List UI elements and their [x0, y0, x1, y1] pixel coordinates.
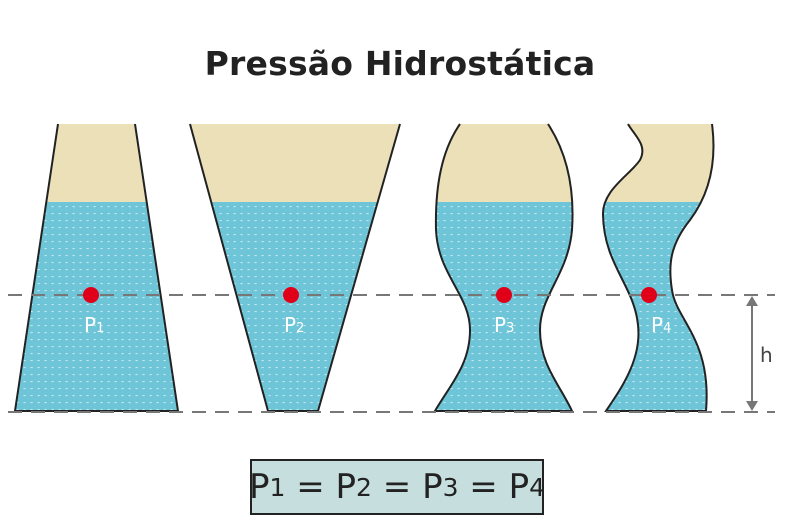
point-p4-marker [641, 287, 657, 303]
point-p2-label: P2 [284, 313, 304, 337]
point-p3-marker [496, 287, 512, 303]
air-region [435, 124, 573, 202]
height-arrow [746, 296, 758, 411]
page-title: Pressão Hidrostática [204, 44, 596, 83]
point-p3-label: P3 [494, 313, 514, 337]
height-label: h [760, 343, 773, 367]
point-p1-marker [83, 287, 99, 303]
point-p2-marker [283, 287, 299, 303]
air-region [190, 124, 400, 202]
point-p1-label: P1 [84, 313, 104, 337]
point-p4-label: P4 [651, 313, 671, 337]
